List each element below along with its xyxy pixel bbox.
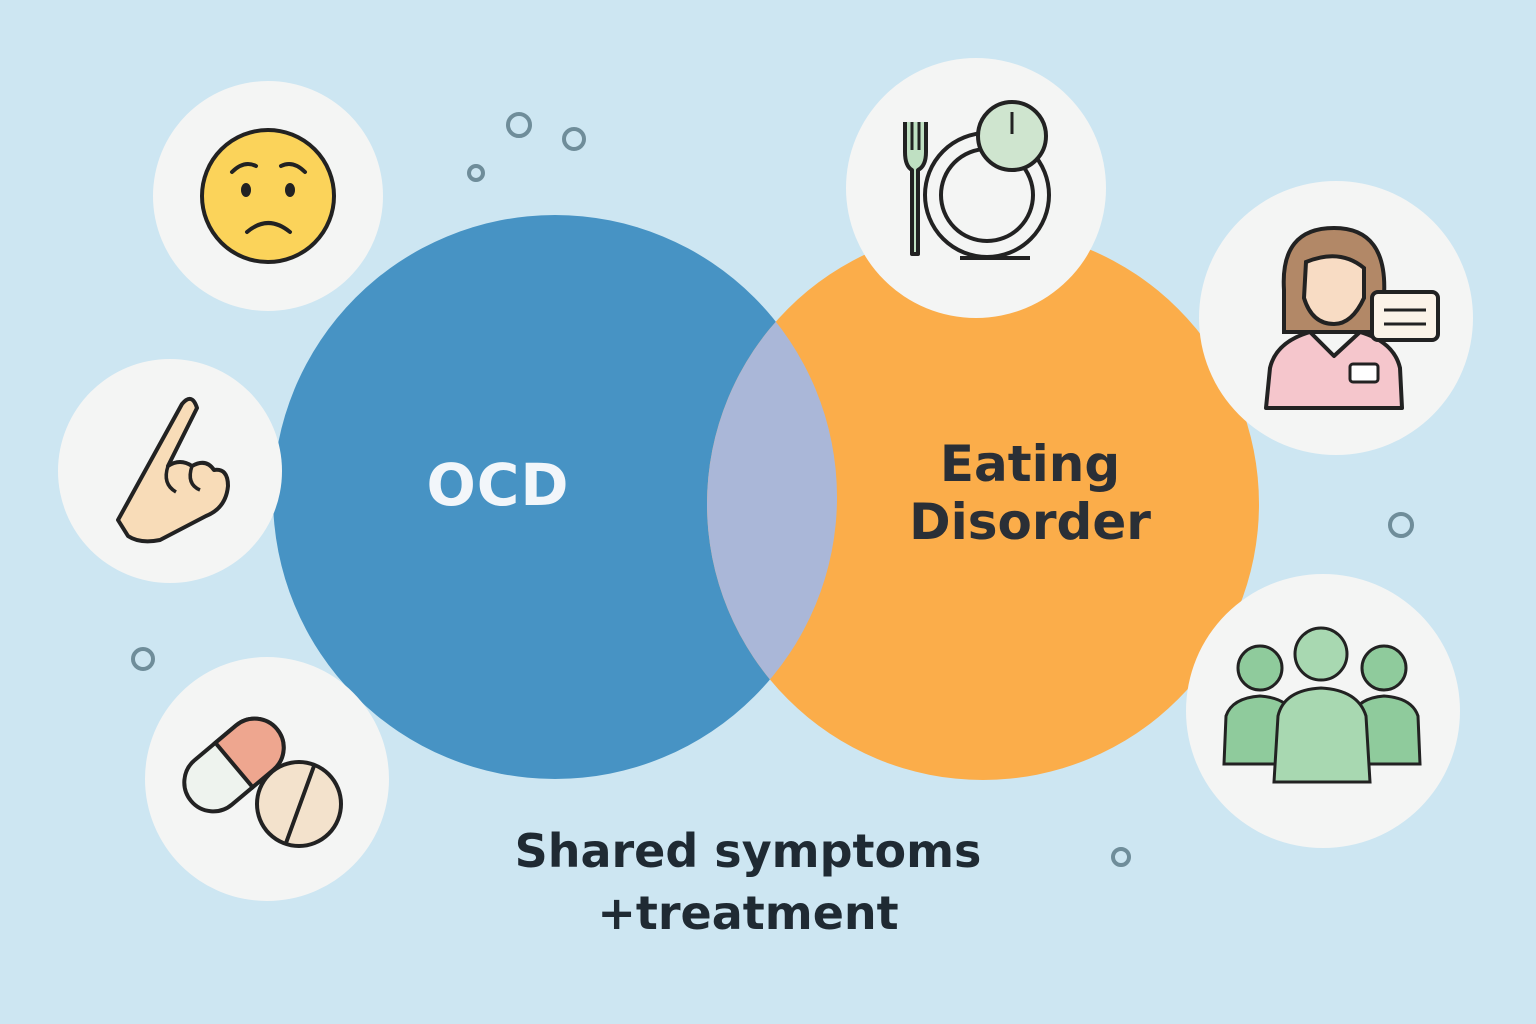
pills-icon (145, 657, 389, 901)
eating-disorder-label: Eating Disorder (880, 435, 1180, 551)
clinician-icon (1199, 181, 1473, 455)
caption-line2: +treatment (597, 886, 899, 941)
ocd-circle (273, 215, 837, 779)
pointing-hand-icon (58, 359, 282, 583)
eating-disorder-circle (707, 228, 1259, 780)
ocd-label: OCD (426, 451, 570, 519)
worried-face-icon (153, 81, 383, 311)
group-icon (1186, 574, 1460, 848)
decor-dots (131, 112, 1414, 867)
caption-line1: Shared symptoms (514, 824, 982, 878)
plate-clock-icon (846, 58, 1106, 318)
eating-disorder-label-line1: Eating (939, 435, 1121, 493)
shared-caption: Shared symptoms +treatment (448, 820, 1048, 944)
eating-disorder-label-line2: Disorder (909, 492, 1151, 551)
